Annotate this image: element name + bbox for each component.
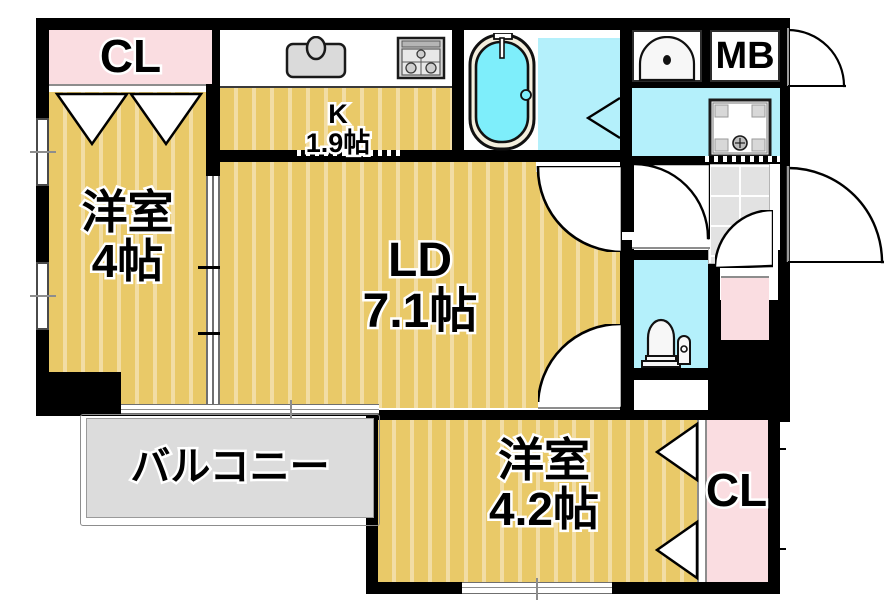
washbasin — [638, 36, 696, 82]
wall-mark-bedroom-bottom-1 — [772, 448, 786, 450]
sliding-door-center-rail — [212, 176, 214, 408]
balcony-window-mullion — [290, 400, 292, 422]
entrance-door[interactable] — [786, 166, 884, 264]
wall-mb-bottom — [700, 80, 780, 90]
wall-bedroom-bottom-top — [366, 410, 780, 420]
wall-right — [778, 18, 790, 422]
meter-box-label: MB — [715, 35, 775, 77]
closet-top-left-door-triangles[interactable] — [49, 92, 206, 148]
bedroom-left-floor-lower — [121, 372, 206, 404]
sliding-door-marker-2 — [198, 332, 226, 335]
bedroom-left-floor — [49, 92, 206, 372]
bedroom-bottom-door-opening — [538, 402, 620, 409]
washroom-door-arc[interactable] — [634, 164, 710, 240]
sliding-door-marker-1 — [198, 266, 226, 269]
bedroom-bottom-door-arc[interactable] — [538, 324, 622, 408]
bath-floor — [538, 38, 620, 150]
wall-bedroom-left-right-lower — [206, 160, 220, 176]
shoe-closet — [721, 276, 769, 340]
kitchen-threshold — [292, 150, 402, 156]
closet-bottom-right-label: CL — [703, 463, 769, 516]
bedroom-left-label: 洋室 4帖 — [49, 185, 206, 287]
kitchen-floor — [220, 88, 452, 150]
wall-toilet-top — [620, 250, 720, 260]
bathtub — [468, 33, 536, 151]
washroom-threshold — [700, 156, 780, 162]
wall-notch-bedroom-left — [49, 372, 121, 416]
meter-box — [710, 30, 780, 82]
wall-top — [36, 18, 790, 30]
closet-bottom-right — [705, 420, 768, 582]
bedroom-bottom-name: 洋室 — [496, 433, 593, 486]
washing-machine-pan — [708, 98, 772, 158]
window-bedroom-bottom-rail — [462, 587, 612, 588]
living-dining-name: LD — [386, 233, 455, 289]
wall-ld-right — [620, 162, 634, 232]
wall-left — [36, 18, 49, 416]
balcony-outline — [80, 414, 380, 526]
bath-door-chevron[interactable] — [586, 96, 622, 140]
wall-kitchen-bath — [452, 30, 464, 162]
window-bedroom-bottom-mullion — [536, 578, 538, 600]
balcony-label: バルコニー — [128, 443, 332, 491]
balcony — [86, 418, 374, 518]
washroom-door-panel — [632, 240, 710, 249]
kitchen-size: 1.9帖 — [303, 126, 373, 159]
kitchen-sink — [285, 36, 347, 79]
window-sill-upper — [30, 151, 56, 153]
toilet — [641, 318, 691, 368]
ld-washroom-door-arc[interactable] — [536, 166, 622, 252]
wall-mb-left — [700, 30, 710, 86]
wall-bath-bottom — [452, 150, 632, 162]
bedroom-bottom-label: 洋室 4.2帖 — [424, 433, 664, 535]
toilet-door-arc[interactable] — [634, 166, 636, 168]
meter-box-door[interactable] — [786, 28, 846, 88]
balcony-window-rail — [121, 409, 379, 410]
closet-bottom-right-door-triangles[interactable] — [655, 420, 699, 582]
kitchen-label: K 1.9帖 — [258, 97, 418, 159]
closet-bottom-right-rail — [697, 420, 707, 582]
gas-stove — [396, 36, 446, 80]
closet-top-left-label: CL — [97, 29, 163, 82]
wall-bath-right — [620, 30, 632, 162]
wall-toilet-bottom — [620, 368, 720, 380]
shoe-closet-door-panel — [721, 268, 769, 278]
wall-ld-right-2 — [620, 240, 634, 416]
living-dining-size: 7.1帖 — [360, 284, 480, 340]
window-sill-lower — [30, 295, 56, 297]
bedroom-left-name: 洋室 — [79, 185, 176, 238]
closet-top-left-rail — [49, 84, 212, 94]
shoe-closet-door-arc[interactable] — [715, 210, 773, 268]
wall-washbasin-bottom — [632, 80, 702, 90]
closet-top-left — [49, 30, 212, 84]
bedroom-bottom-size: 4.2帖 — [487, 482, 602, 535]
living-dining-label: LD 7.1帖 — [300, 233, 540, 340]
living-dining-floor — [220, 162, 620, 408]
wall-bedroom-bottom-right — [768, 410, 780, 594]
bedroom-left-size: 4帖 — [89, 234, 166, 287]
wall-mark-bedroom-bottom-2 — [772, 548, 786, 550]
kitchen-name: K — [326, 97, 351, 130]
